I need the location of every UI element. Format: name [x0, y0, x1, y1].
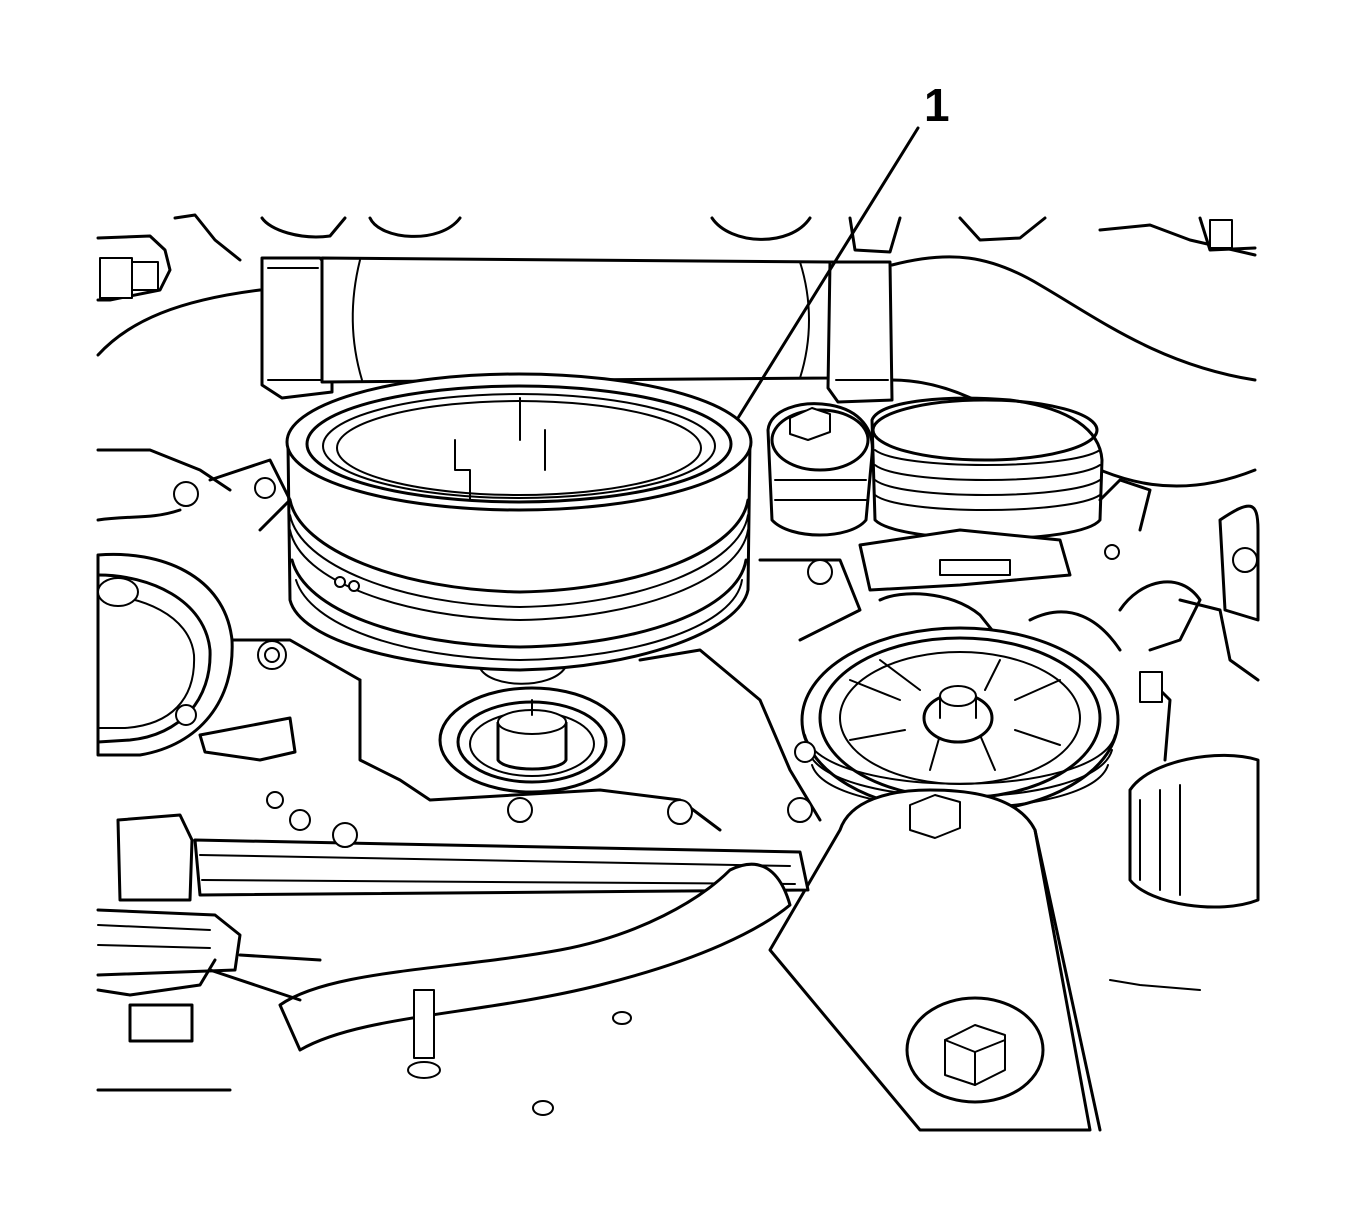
alternator-pulley	[870, 396, 1104, 541]
right-pulley-hose	[1098, 478, 1260, 909]
lower-hose	[208, 862, 792, 1079]
tensioner-bracket	[758, 528, 1122, 652]
timing-cover	[266, 648, 822, 848]
crank-seal	[438, 686, 626, 794]
engine-mount-bracket	[768, 788, 1102, 1132]
upper-tube	[320, 256, 832, 384]
upper-bracket-left	[260, 216, 462, 400]
lower-plate-holes	[96, 979, 1201, 1116]
idler-pulley	[766, 402, 874, 537]
left-bracket	[198, 458, 362, 762]
crankshaft-pulley	[285, 372, 753, 685]
callout-1-label: 1	[924, 79, 950, 131]
upper-bracket-right	[710, 216, 902, 404]
callout-1-leader	[736, 126, 920, 420]
upper-left-connector	[96, 213, 262, 357]
power-steering-pulley	[800, 626, 1120, 814]
lower-cradle	[96, 813, 810, 1043]
ac-compressor-pulley	[96, 448, 234, 757]
